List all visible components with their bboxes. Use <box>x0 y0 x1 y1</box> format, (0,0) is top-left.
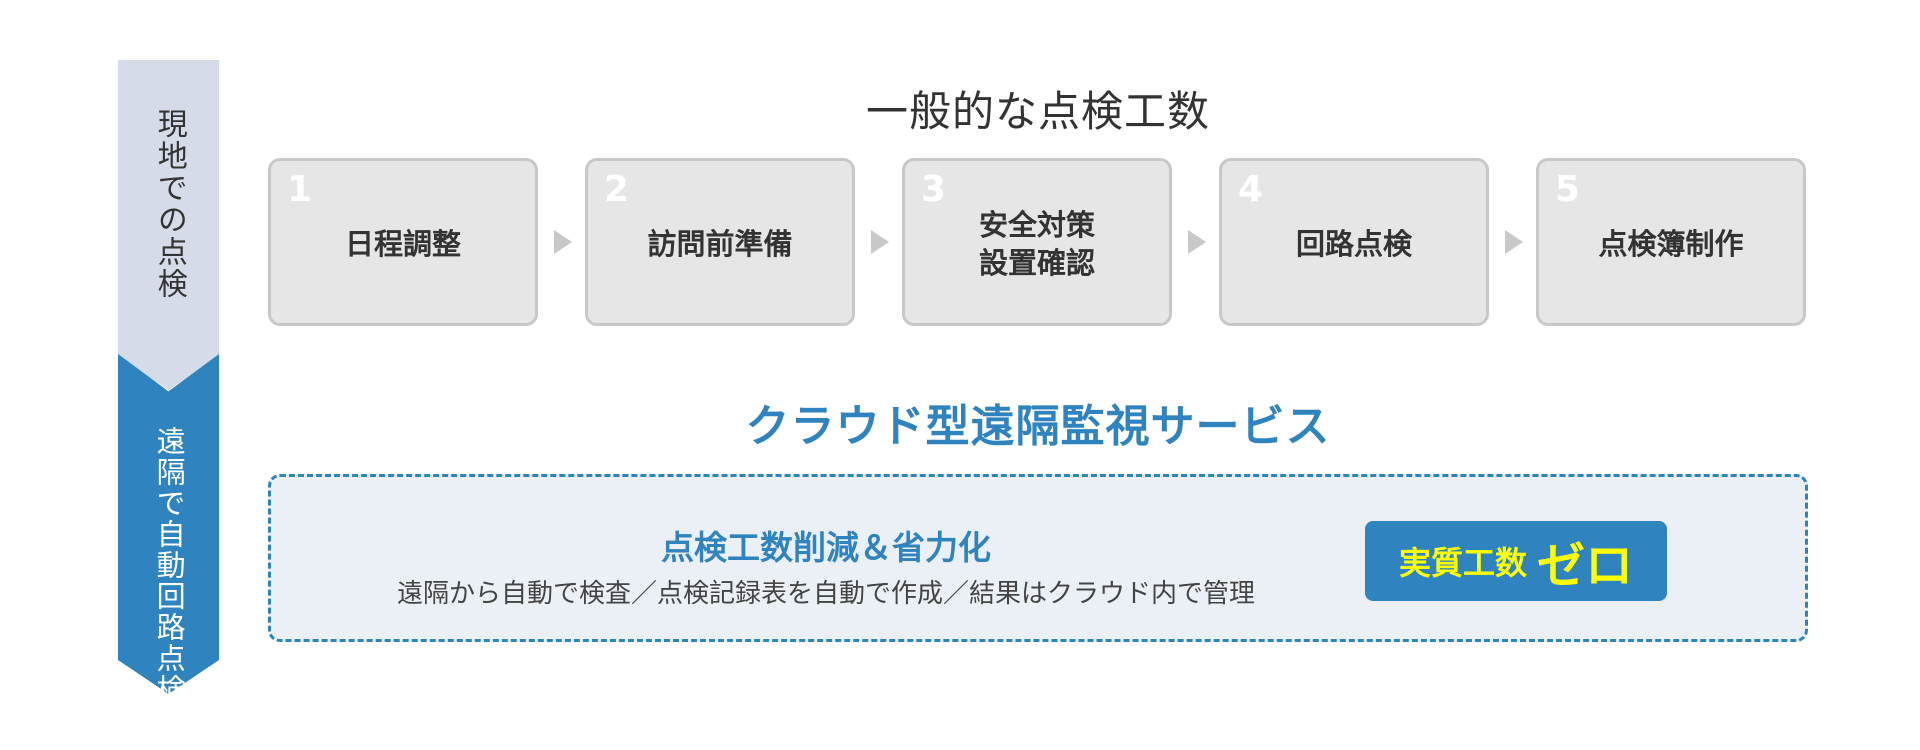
step-2: 2 訪問前準備 <box>585 158 855 326</box>
step-number: 4 <box>1238 169 1264 210</box>
local-inspection-label-wrap: 現地での点検 <box>118 108 219 300</box>
reduction-heading: 点検工数削減＆省力化 <box>661 528 991 567</box>
arrow-right-icon <box>871 230 889 254</box>
step-3: 3 安全対策 設置確認 <box>902 158 1172 326</box>
cloud-service-title: クラウド型遠隔監視サービス <box>745 401 1331 452</box>
remote-inspection-label: 遠隔で自動回路点検 <box>152 426 187 705</box>
general-inspection-title: 一般的な点検工数 <box>865 87 1210 136</box>
step-label: 点検簿制作 <box>1598 227 1744 262</box>
local-inspection-label: 現地での点検 <box>151 108 187 300</box>
local-inspection-arrow <box>118 60 219 390</box>
step-number: 1 <box>287 169 313 210</box>
step-label: 安全対策 設置確認 <box>978 208 1095 280</box>
step-label: 日程調整 <box>344 227 461 262</box>
remote-inspection-label-wrap: 遠隔で自動回路点検 <box>118 426 219 705</box>
badge-prefix: 実質工数 <box>1398 544 1527 582</box>
remote-inspection-arrow <box>118 354 219 694</box>
cloud-service-box: 点検工数削減＆省力化 遠隔から自動で検査／点検記録表を自動で作成／結果はクラウド… <box>268 474 1808 642</box>
step-number: 5 <box>1555 169 1581 210</box>
step-5: 5 点検簿制作 <box>1536 158 1806 326</box>
step-1: 1 日程調整 <box>268 158 538 326</box>
step-number: 2 <box>604 169 630 210</box>
step-number: 3 <box>921 169 947 210</box>
arrow-right-icon <box>1505 230 1523 254</box>
zero-workload-badge: 実質工数 ゼロ <box>1365 521 1667 601</box>
step-label: 訪問前準備 <box>647 227 793 262</box>
service-description: 遠隔から自動で検査／点検記録表を自動で作成／結果はクラウド内で管理 <box>396 579 1255 609</box>
step-label: 回路点検 <box>1295 227 1412 262</box>
inspection-steps: 1 日程調整 2 訪問前準備 3 安全対策 設置確認 4 回路点検 5 点検簿制… <box>268 158 1808 330</box>
badge-main: ゼロ <box>1537 538 1634 594</box>
step-4: 4 回路点検 <box>1219 158 1489 326</box>
arrow-right-icon <box>1188 230 1206 254</box>
arrow-right-icon <box>554 230 572 254</box>
